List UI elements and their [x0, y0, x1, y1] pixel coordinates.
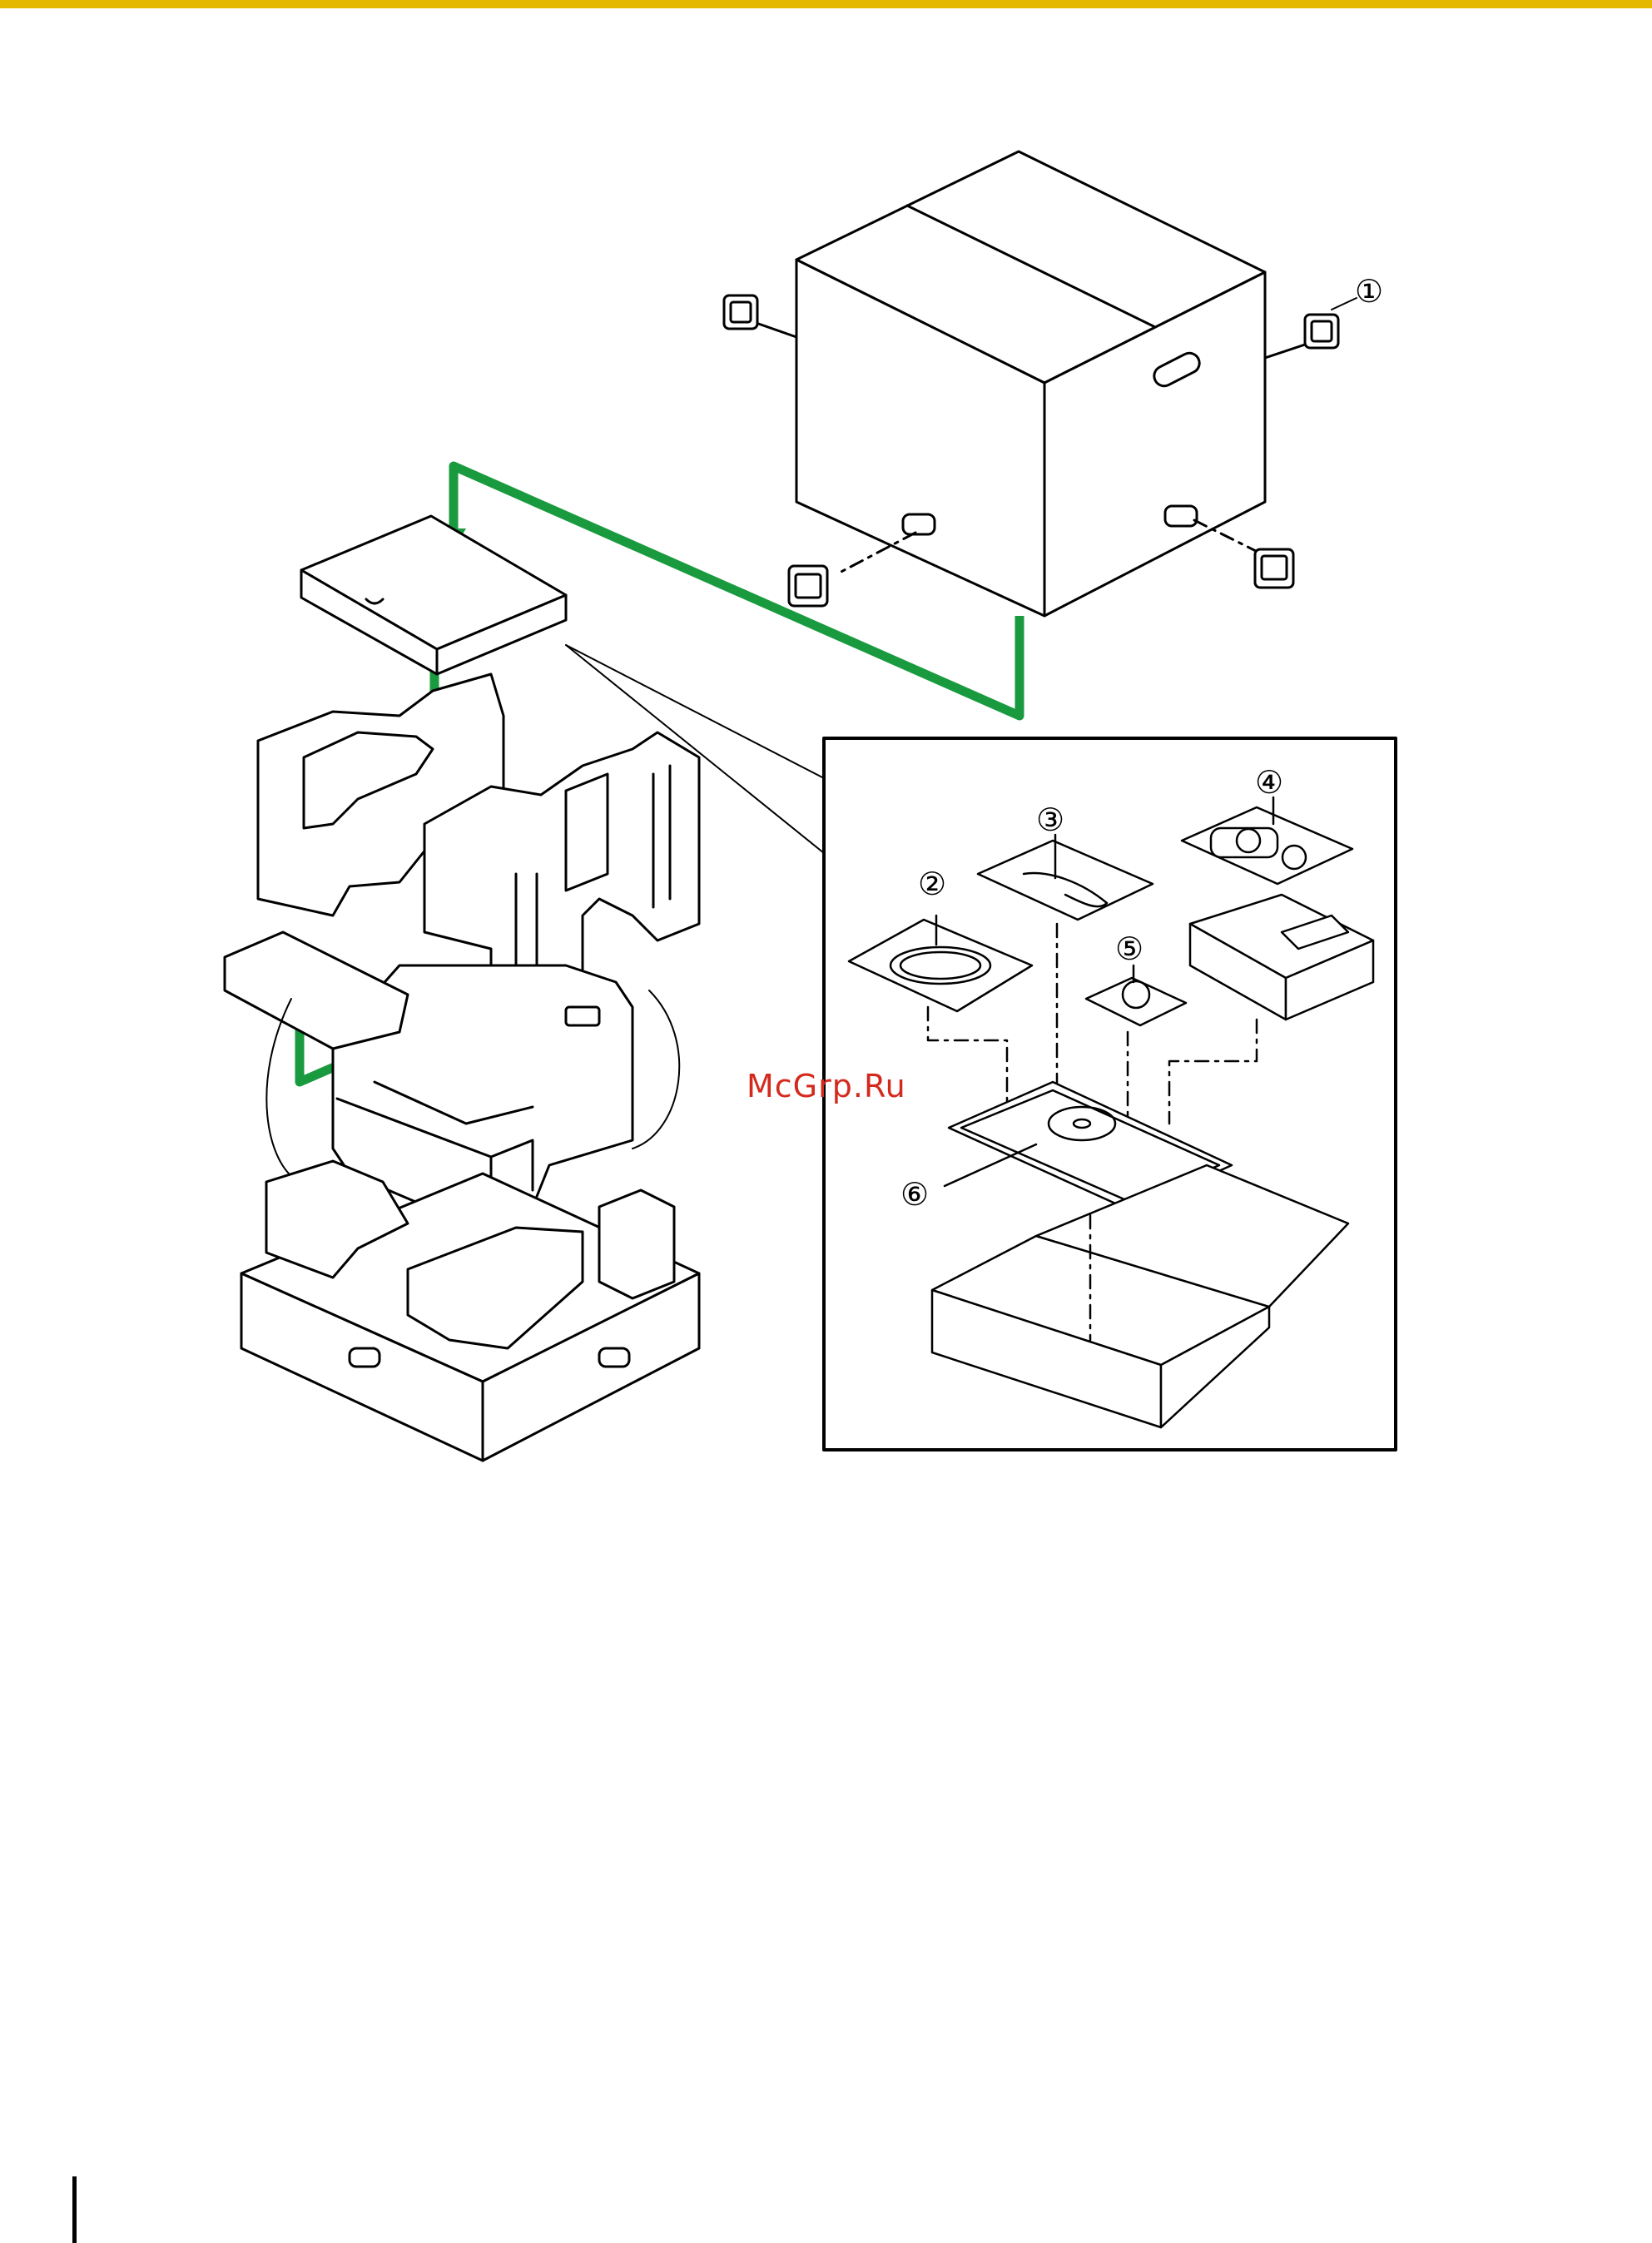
callout-label-4: ④	[1255, 766, 1283, 801]
callout-4: ④	[1255, 766, 1283, 801]
callout-label-2: ②	[918, 867, 946, 902]
bottom-tray	[241, 1161, 699, 1461]
watermark: McGrp.Ru	[747, 1068, 906, 1104]
callout-5: ⑤	[1115, 932, 1144, 967]
callout-1: ①	[1332, 275, 1383, 310]
callout-label-6: ⑥	[900, 1178, 929, 1213]
callout-label-1: ①	[1355, 275, 1383, 310]
scanner-and-foam	[225, 674, 699, 1223]
outer-carton	[749, 151, 1315, 616]
callout-label-5: ⑤	[1115, 932, 1144, 967]
callout-2: ②	[918, 867, 946, 902]
callout-6: ⑥	[900, 1178, 929, 1213]
accessory-box-lid	[301, 516, 566, 674]
callout-3: ③	[1036, 803, 1064, 838]
callout-label-3: ③	[1036, 803, 1064, 838]
